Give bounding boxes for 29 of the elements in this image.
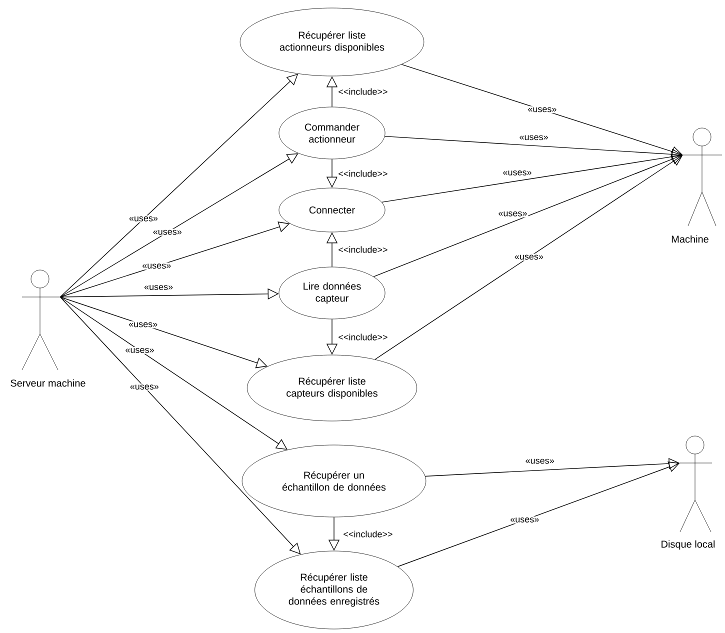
edge-label: «uses» <box>124 347 156 354</box>
node-label: Machine <box>672 235 708 243</box>
edge-label: «uses» <box>152 228 183 236</box>
edge-label: «uses» <box>128 384 160 391</box>
edge-label: «uses» <box>128 215 159 222</box>
edge-label: «uses» <box>513 254 544 261</box>
edge-label: «uses» <box>524 458 556 465</box>
edge-label: «uses» <box>526 106 558 114</box>
edge-label: <<include>> <box>337 169 389 178</box>
node-label: Disque local <box>662 540 715 550</box>
arrow <box>60 296 301 554</box>
node-label: Serveur machine <box>10 379 86 387</box>
edge-label: «uses» <box>518 134 550 142</box>
actor-figure: Serveur machine <box>10 270 86 387</box>
arrow <box>60 296 288 450</box>
arrow <box>60 153 298 298</box>
edge-label: «uses» <box>143 284 174 292</box>
arrow <box>60 296 268 368</box>
edge-label: <<include>> <box>337 245 389 254</box>
edge-label: «uses» <box>502 170 533 176</box>
edge-label: «uses» <box>509 516 540 524</box>
edge-label: «uses» <box>497 210 528 218</box>
edge-label: <<include>> <box>337 332 389 342</box>
edge-label: «uses» <box>128 321 159 328</box>
actor-figure: Disque local <box>662 436 715 550</box>
edge-label: <<include>> <box>342 530 394 538</box>
actor-figure: Machine <box>672 128 722 243</box>
edge-label: <<include>> <box>337 87 389 96</box>
edge-label: «uses» <box>141 262 172 270</box>
